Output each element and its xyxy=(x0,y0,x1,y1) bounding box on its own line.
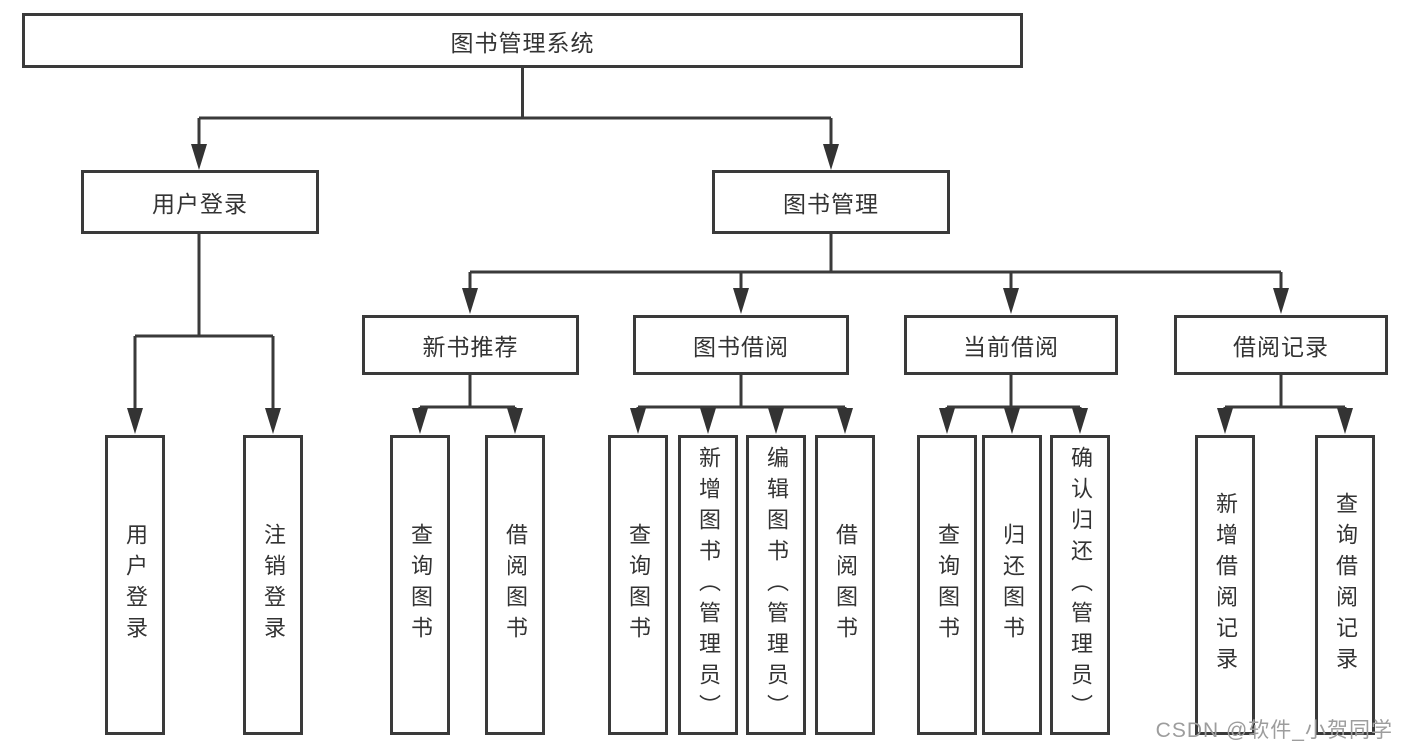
node-label: 图书管理系统 xyxy=(450,29,595,56)
node-user-login: 用户登录 xyxy=(81,170,319,234)
leaf-add-book-admin: 新增图书（管理员） xyxy=(678,435,738,735)
node-new-book-recommend: 新书推荐 xyxy=(362,315,579,375)
leaf-label: 查询图书 xyxy=(935,523,960,647)
node-label: 当前借阅 xyxy=(963,334,1059,360)
leaf-borrow-books-2: 借阅图书 xyxy=(815,435,875,735)
leaf-label: 归还图书 xyxy=(1000,523,1025,647)
leaf-label: 查询图书 xyxy=(626,523,651,647)
leaf-label: 确认归还（管理员） xyxy=(1068,445,1093,725)
leaf-confirm-return-admin: 确认归还（管理员） xyxy=(1050,435,1110,735)
node-label: 借阅记录 xyxy=(1233,334,1329,360)
connector-bookmgmt-to-level3 xyxy=(462,234,1289,314)
connector-borrowrecord-to-leaves xyxy=(1217,375,1353,434)
leaf-return-book: 归还图书 xyxy=(982,435,1042,735)
connector-root-to-level2 xyxy=(191,68,839,170)
node-label: 用户登录 xyxy=(152,191,248,217)
leaf-label: 查询图书 xyxy=(408,523,433,647)
leaf-query-books-3: 查询图书 xyxy=(917,435,977,735)
node-current-borrowing: 当前借阅 xyxy=(904,315,1118,375)
connector-newbook-to-leaves xyxy=(412,375,523,434)
leaf-label: 编辑图书（管理员） xyxy=(764,445,789,725)
leaf-query-books-2: 查询图书 xyxy=(608,435,668,735)
node-book-borrowing: 图书借阅 xyxy=(633,315,849,375)
leaf-logout: 注销登录 xyxy=(243,435,303,735)
leaf-label: 新增借阅记录 xyxy=(1213,492,1238,678)
leaf-user-login: 用户登录 xyxy=(105,435,165,735)
leaf-label: 借阅图书 xyxy=(833,523,858,647)
connector-bookborrow-to-leaves xyxy=(630,375,853,434)
connector-currentborrow-to-leaves xyxy=(939,375,1088,434)
leaf-label: 用户登录 xyxy=(123,523,148,647)
leaf-edit-book-admin: 编辑图书（管理员） xyxy=(746,435,806,735)
csdn-watermark: CSDN @软件_小贺同学 xyxy=(1155,719,1393,742)
node-library-management-system: 图书管理系统 xyxy=(22,13,1023,68)
node-borrowing-records: 借阅记录 xyxy=(1174,315,1388,375)
leaf-query-books-1: 查询图书 xyxy=(390,435,450,735)
leaf-query-borrow-record: 查询借阅记录 xyxy=(1315,435,1375,735)
connector-userlogin-to-leaves xyxy=(127,234,281,434)
leaf-label: 查询借阅记录 xyxy=(1333,492,1358,678)
node-label: 图书管理 xyxy=(783,191,879,217)
leaf-borrow-books-1: 借阅图书 xyxy=(485,435,545,735)
node-label: 图书借阅 xyxy=(693,334,789,360)
leaf-label: 新增图书（管理员） xyxy=(696,445,721,725)
leaf-label: 注销登录 xyxy=(261,523,286,647)
leaf-label: 借阅图书 xyxy=(503,523,528,647)
node-book-management: 图书管理 xyxy=(712,170,950,234)
leaf-add-borrow-record: 新增借阅记录 xyxy=(1195,435,1255,735)
node-label: 新书推荐 xyxy=(422,334,519,360)
